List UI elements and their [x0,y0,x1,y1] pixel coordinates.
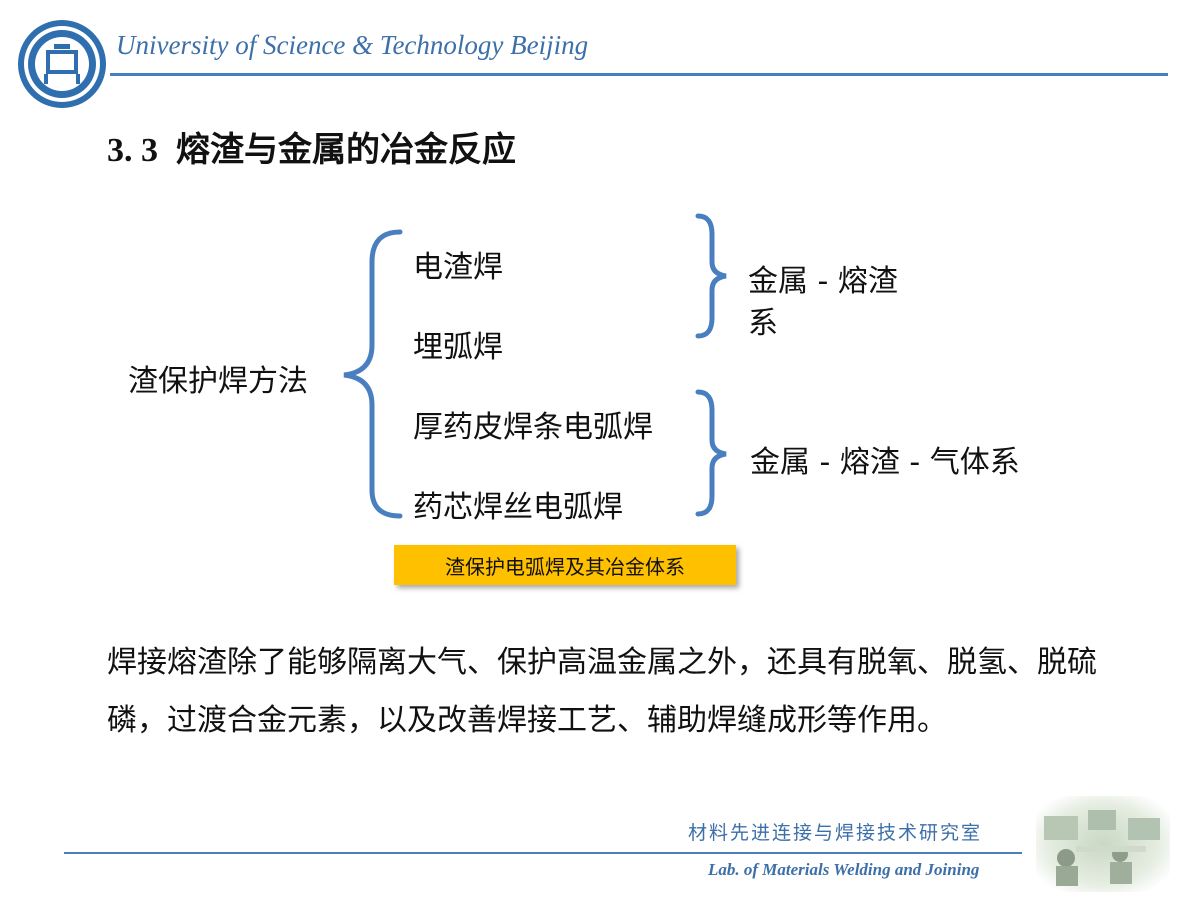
group-2-brace [695,389,727,517]
diagram-caption: 渣保护电弧焊及其冶金体系 [394,545,736,585]
slide-title: 3. 3 熔渣与金属的冶金反应 [107,122,516,171]
group-1-brace [695,213,727,339]
lab-name-cn: 材料先进连接与焊接技术研究室 [688,822,983,844]
method-coated-electrode: 厚药皮焊条电弧焊 [413,410,653,445]
slide-title-text: 熔渣与金属的冶金反应 [176,131,516,169]
university-name: University of Science & Technology Beiji… [116,30,589,60]
lab-name-en: Lab. of Materials Welding and Joining [708,860,980,879]
group-2-label: 金属 - 熔渣 - 气体系 [750,445,1020,480]
root-method: 渣保护焊方法 [128,364,308,399]
lab-photo [1036,796,1170,892]
group-1-label-line2: 系 [748,306,778,341]
group-1-label-line1: 金属 - 熔渣 [748,264,898,299]
header-divider [110,73,1168,76]
method-submerged-arc: 埋弧焊 [413,330,503,365]
footer-divider [64,852,1022,854]
university-logo [18,20,106,108]
root-brace [343,229,403,519]
body-paragraph: 焊接熔渣除了能够隔离大气、保护高温金属之外，还具有脱氧、脱氢、脱硫磷，过渡合金元… [107,645,1097,738]
method-electroslag: 电渣焊 [413,250,503,285]
slide-number: 3. 3 [107,132,158,169]
method-flux-cored: 药芯焊丝电弧焊 [413,490,623,525]
